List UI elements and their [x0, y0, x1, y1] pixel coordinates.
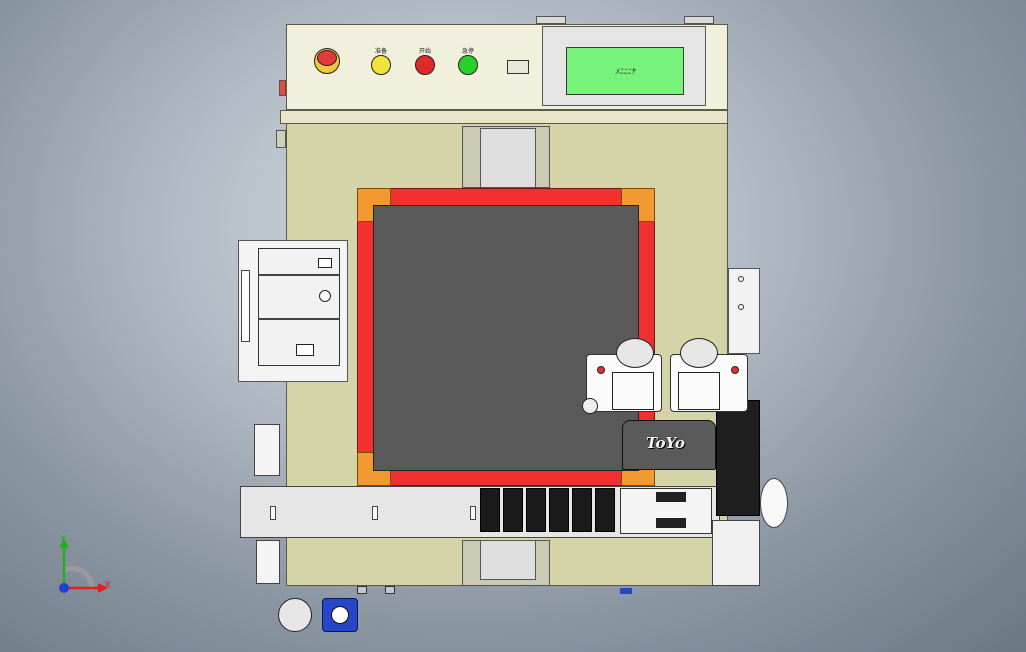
axis-triad: Y X — [59, 534, 111, 593]
power-socket — [296, 344, 314, 356]
power-knob[interactable] — [319, 290, 331, 302]
side-bracket — [276, 130, 286, 148]
right-end-cap — [760, 478, 788, 528]
right-side-screw — [738, 276, 744, 282]
stop-button-label: 急停 — [461, 48, 474, 55]
cable-chain-clip — [656, 518, 686, 528]
cable-chain-clip — [656, 492, 686, 502]
emergency-stop-cap — [317, 50, 337, 66]
bottom-valve-knob — [331, 606, 349, 624]
y-axis-arrow — [59, 538, 69, 548]
ready-button[interactable] — [371, 55, 391, 75]
cable-chain-link — [572, 488, 592, 532]
power-supply-divider — [258, 274, 340, 276]
bottom-valve-body — [278, 598, 312, 632]
start-button[interactable] — [415, 55, 435, 75]
vertical-cable-chain — [716, 400, 760, 516]
hmi-top-hinge-left — [536, 16, 566, 24]
emergency-stop-button[interactable] — [314, 48, 340, 74]
side-indicator — [279, 80, 286, 96]
sensor-dot-right — [731, 366, 739, 374]
air-fitting — [385, 586, 395, 594]
bottom-mount-plate — [480, 540, 536, 580]
hmi-text: ﾒﾆﾆﾆﾔ — [615, 66, 635, 76]
window-glass — [373, 205, 639, 471]
sensor-dot-left — [597, 366, 605, 374]
z-axis-origin — [59, 583, 69, 593]
cable-chain-link — [503, 488, 523, 532]
hmi-screen[interactable]: ﾒﾆﾆﾆﾔ — [566, 47, 684, 95]
x-axis-arrow — [98, 583, 108, 593]
cable-chain-link — [480, 488, 500, 532]
actuator-head — [622, 420, 716, 470]
rail-slot — [372, 506, 378, 520]
guide-roller — [582, 398, 598, 414]
motor-body-left — [612, 372, 654, 410]
rail-slot — [270, 506, 276, 520]
left-bottom-bracket — [256, 540, 280, 584]
bottom-sensor — [620, 588, 632, 594]
axis-arc — [63, 565, 95, 589]
actuator-brand: ToYo — [646, 434, 685, 452]
cable-chain-link — [595, 488, 615, 532]
cable-chain-link — [526, 488, 546, 532]
start-button-label: 开始 — [418, 48, 431, 55]
right-end-block — [712, 520, 760, 586]
motor-body-right — [678, 372, 720, 410]
panel-rail — [280, 110, 728, 124]
top-mount-plate — [480, 128, 536, 188]
y-axis-label: Y — [59, 534, 67, 545]
cable-chain-link — [549, 488, 569, 532]
hmi-top-hinge-right — [684, 16, 714, 24]
stop-button[interactable] — [458, 55, 478, 75]
power-switch[interactable] — [318, 258, 332, 268]
right-side-screw — [738, 304, 744, 310]
power-supply-divider — [258, 318, 340, 320]
selector-slot[interactable] — [507, 60, 529, 74]
air-fitting — [357, 586, 367, 594]
left-lower-bracket — [254, 424, 280, 476]
motor-coupling-right — [680, 338, 718, 368]
motor-coupling-left — [616, 338, 654, 368]
right-side-bracket — [728, 268, 760, 354]
rail-slot — [470, 506, 476, 520]
side-box-slot — [241, 270, 250, 342]
x-axis-label: X — [104, 580, 111, 591]
ready-button-label: 准备 — [374, 48, 387, 55]
